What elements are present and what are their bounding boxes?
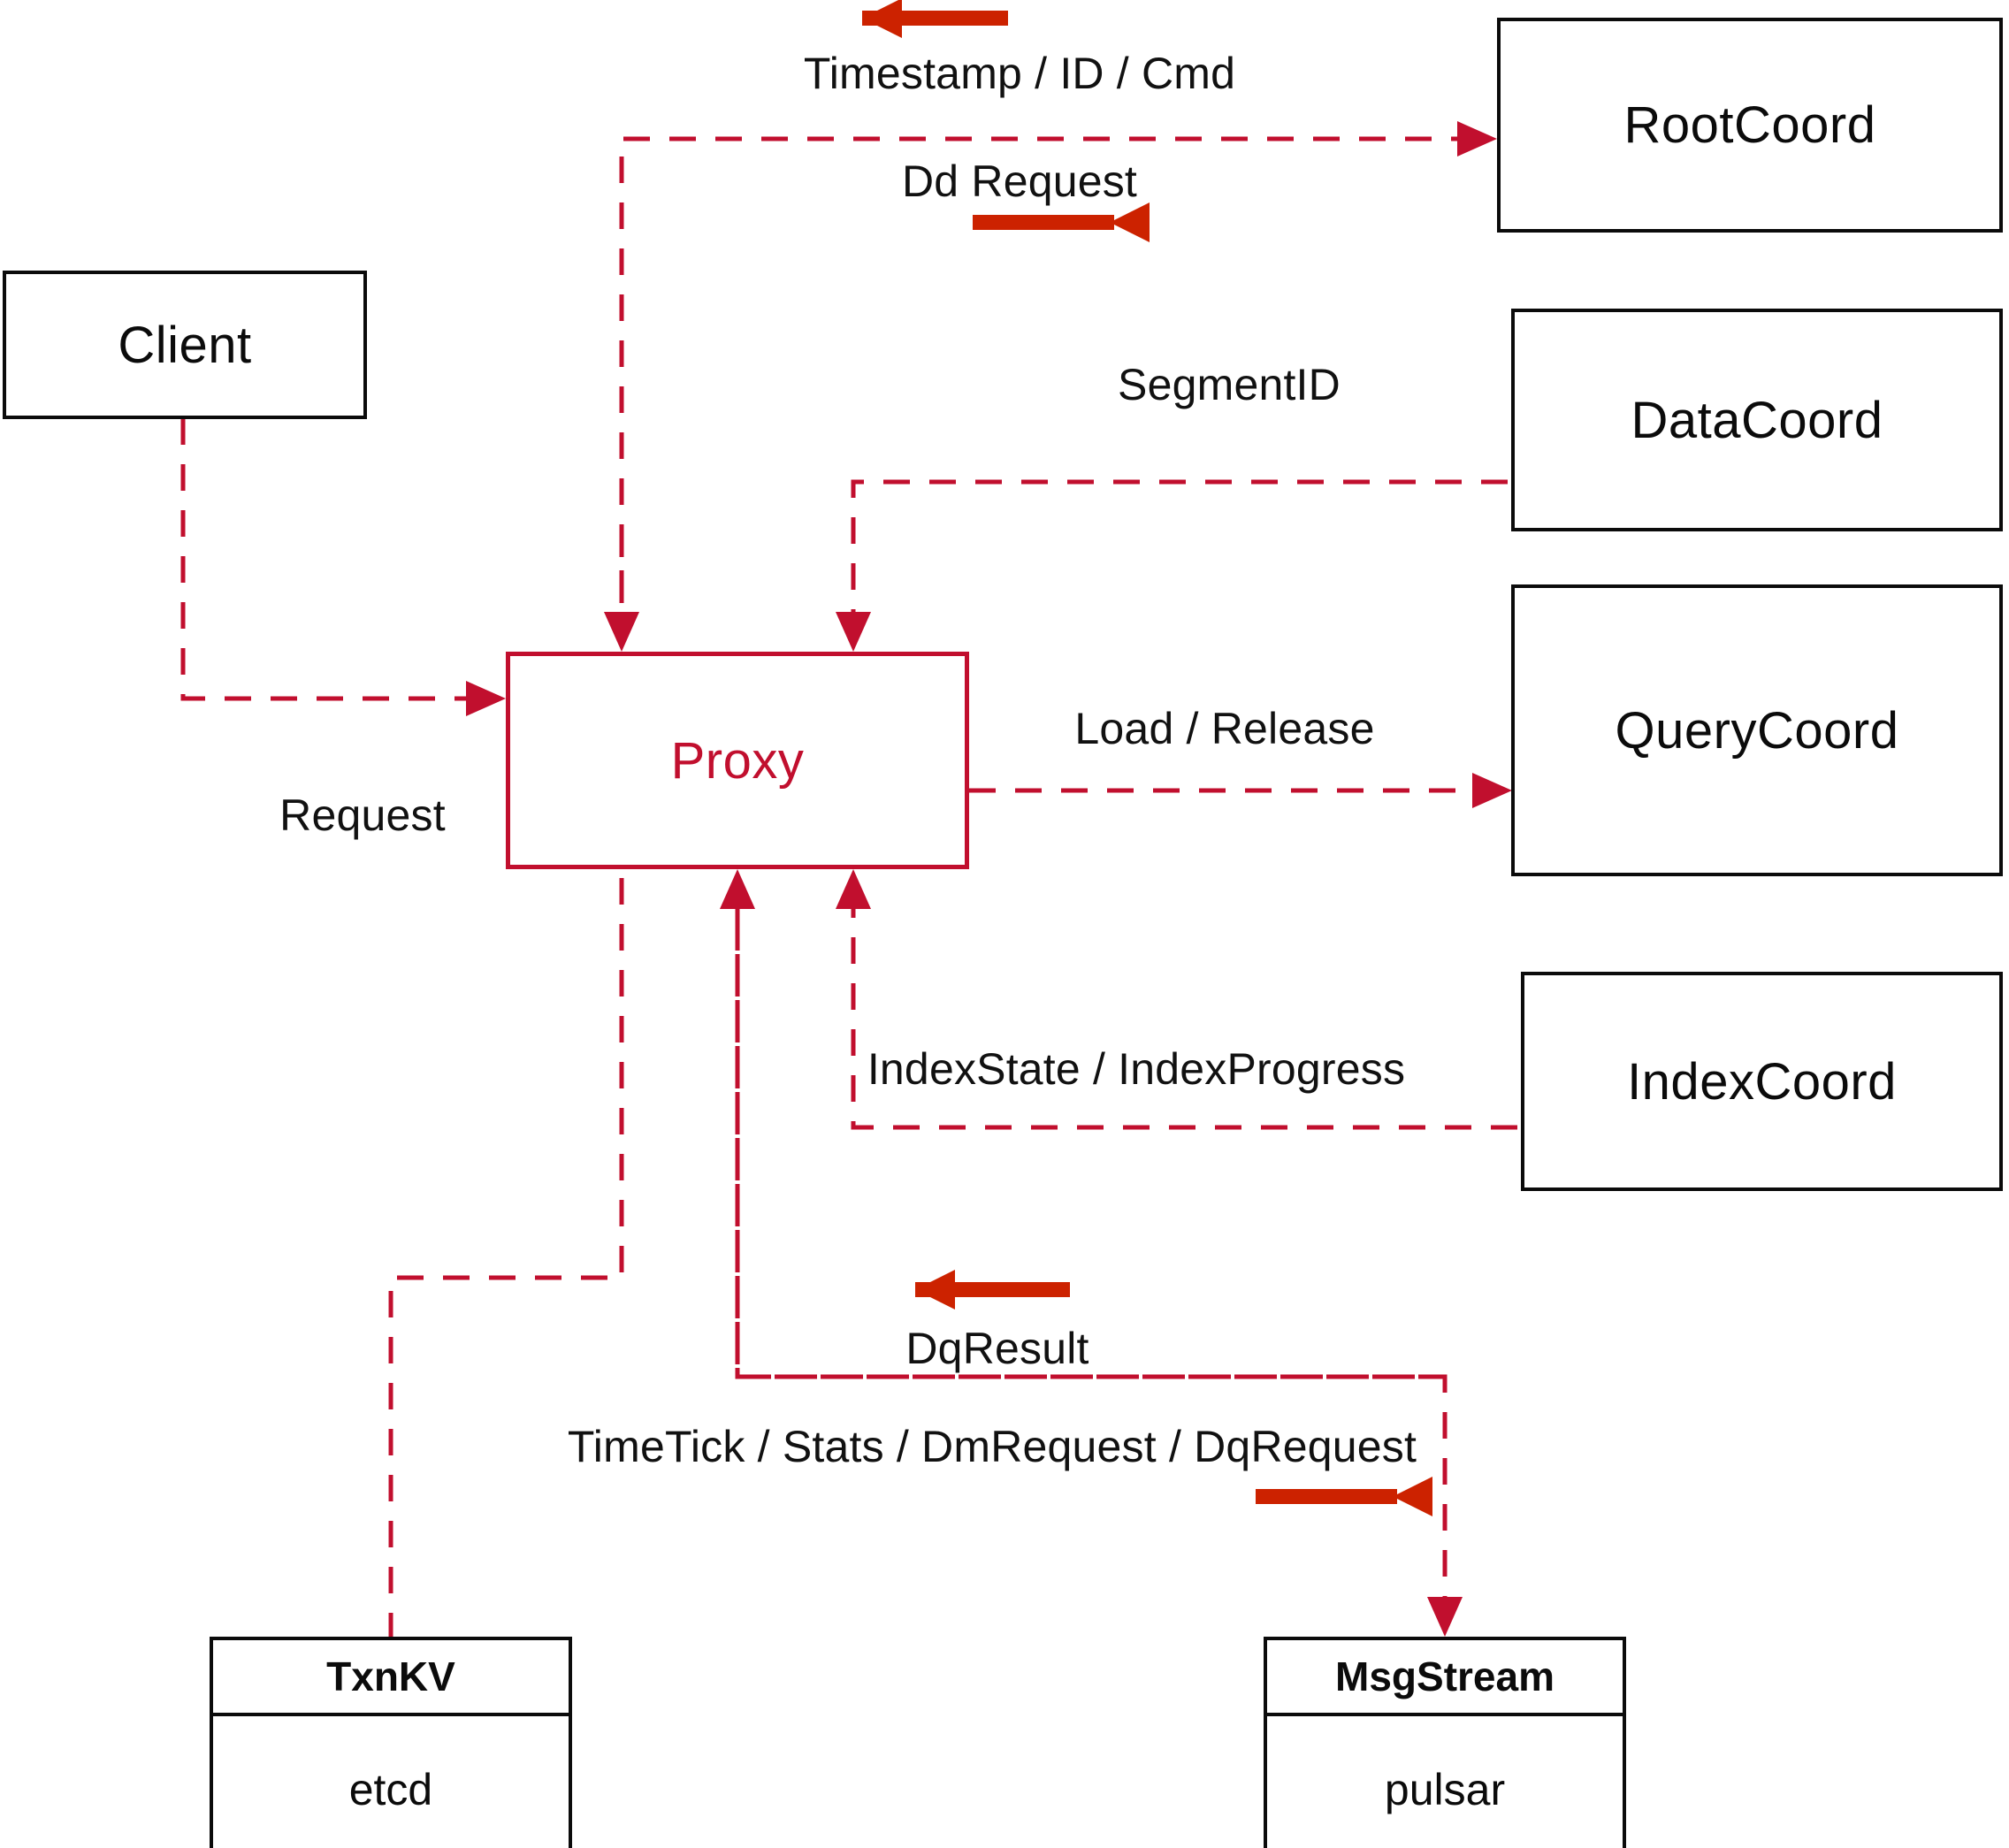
annotation-arrows (862, 0, 1432, 1516)
timestamp-direction-arrow (862, 0, 1008, 38)
node-rootcoord-label: RootCoord (1623, 96, 1876, 154)
dm-dq-request-direction-arrow (1256, 1477, 1432, 1516)
node-client[interactable]: Client (3, 271, 367, 419)
edge-label-dd-request: Dd Request (901, 157, 1138, 206)
node-querycoord-label: QueryCoord (1615, 701, 1899, 760)
node-indexcoord[interactable]: IndexCoord (1521, 972, 2003, 1191)
edge-label-timetick-stats: TimeTick / Stats / DmRequest / DqRequest (567, 1422, 1417, 1471)
node-client-label: Client (118, 316, 252, 374)
edge-label-load-release: Load / Release (1074, 704, 1375, 753)
edge-client-to-proxy (180, 418, 506, 716)
node-rootcoord[interactable]: RootCoord (1497, 18, 2003, 233)
node-querycoord[interactable]: QueryCoord (1511, 584, 2003, 876)
edge-datacoord-to-proxy (836, 479, 1508, 652)
node-txnkv-title: TxnKV (213, 1640, 569, 1716)
edge-proxy-to-txnkv (388, 878, 624, 1637)
edge-indexcoord-to-proxy (836, 869, 1517, 1130)
node-datacoord-label: DataCoord (1631, 391, 1883, 449)
edge-label-segment-id: SegmentID (1118, 360, 1341, 409)
node-proxy[interactable]: Proxy (506, 652, 969, 869)
node-indexcoord-label: IndexCoord (1627, 1052, 1897, 1111)
node-msgstream[interactable]: MsgStream pulsar (1264, 1637, 1626, 1848)
node-txnkv-body: etcd (348, 1765, 433, 1814)
node-txnkv[interactable]: TxnKV etcd (210, 1637, 572, 1848)
edge-proxy-rootcoord (619, 121, 1497, 643)
edge-label-index-state-progress: IndexState / IndexProgress (867, 1044, 1406, 1094)
edge-proxy-to-msgstream (735, 878, 1463, 1637)
edge-label-dq-result: DqResult (905, 1324, 1089, 1373)
edge-label-request: Request (279, 790, 446, 840)
node-proxy-label: Proxy (670, 731, 805, 790)
dd-request-direction-arrow (973, 202, 1150, 242)
node-msgstream-title: MsgStream (1267, 1640, 1623, 1716)
node-datacoord[interactable]: DataCoord (1511, 309, 2003, 531)
edge-label-timestamp-id-cmd: Timestamp / ID / Cmd (803, 49, 1236, 98)
dq-result-direction-arrow (915, 1270, 1070, 1310)
node-msgstream-body: pulsar (1384, 1765, 1506, 1814)
